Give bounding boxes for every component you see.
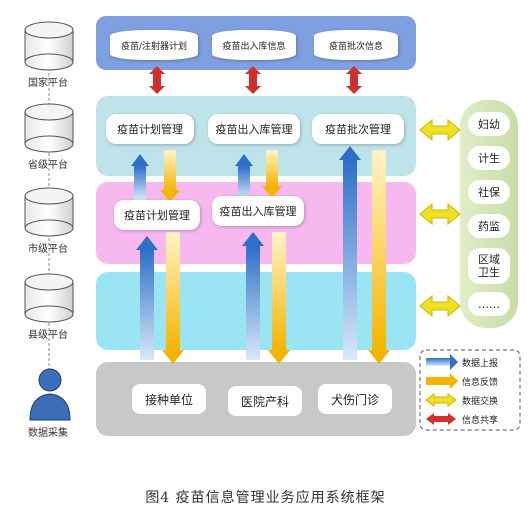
person-icon	[29, 368, 71, 421]
county-platform-cylinder	[24, 273, 74, 323]
provincial-platform-cylinder	[24, 103, 74, 153]
provincial-inout-box: 疫苗出入库管理	[208, 114, 300, 144]
info-share-arrow-1	[149, 66, 165, 94]
right-item-more: ……	[468, 292, 510, 316]
rabies-clinic-box: 犬伤门诊	[318, 384, 392, 414]
provincial-platform-label: 省级平台	[28, 160, 68, 171]
municipal-plan-box: 疫苗计划管理	[114, 200, 200, 230]
upload-arrow-plan-county	[136, 236, 158, 360]
legend-exchange-swatch	[425, 393, 457, 407]
exchange-arrow-county	[419, 294, 461, 318]
national-platform-cylinder	[24, 21, 74, 71]
right-item-family-planning: 计生	[468, 146, 510, 170]
feedback-arrow-plan-municipal	[160, 150, 180, 202]
municipal-platform-cylinder	[24, 187, 74, 237]
national-item-plan: 疫苗/注射器计划	[110, 30, 198, 60]
right-item-social-security: 社保	[468, 180, 510, 204]
upload-arrow-plan-municipal	[131, 154, 149, 200]
upload-arrow-inout-county	[242, 232, 264, 360]
municipal-inout-box: 疫苗出入库管理	[212, 196, 304, 226]
municipal-platform-label: 市级平台	[28, 244, 68, 255]
provincial-batch-box: 疫苗批次管理	[312, 114, 404, 144]
legend-feedback-swatch	[426, 373, 458, 389]
legend-box	[419, 349, 521, 431]
feedback-arrow-plan-county	[162, 232, 184, 364]
national-item-batch: 疫苗批次信息	[314, 30, 398, 60]
info-share-arrow-3	[346, 66, 362, 94]
data-collection-label: 数据采集	[28, 428, 68, 439]
legend-exchange-label: 数据交换	[462, 397, 499, 407]
upload-arrow-batch	[339, 146, 361, 360]
national-platform-label: 国家平台	[28, 78, 68, 89]
provincial-plan-box: 疫苗计划管理	[106, 114, 194, 144]
national-item-inout: 疫苗出入库信息	[212, 30, 296, 60]
legend-upload-swatch	[426, 354, 458, 370]
right-item-maternal: 妇幼	[468, 112, 510, 136]
legend-share-swatch	[426, 413, 456, 425]
legend-share-label: 信息共享	[462, 416, 499, 426]
legend-upload-label: 数据上报	[462, 359, 499, 369]
feedback-arrow-inout-municipal	[262, 150, 282, 198]
right-item-regional-health: 区域 卫生	[468, 248, 510, 284]
feedback-arrow-inout-county	[268, 232, 290, 364]
upload-arrow-inout-municipal	[235, 154, 253, 200]
county-platform-label: 县级平台	[28, 330, 68, 341]
exchange-arrow-provincial	[419, 118, 461, 142]
figure-caption: 图4 疫苗信息管理业务应用系统框架	[145, 490, 386, 506]
legend-feedback-label: 信息反馈	[462, 378, 499, 388]
vaccination-unit-box: 接种单位	[132, 384, 206, 414]
info-share-arrow-2	[245, 66, 261, 94]
right-item-drug-supervision: 药监	[468, 214, 510, 238]
exchange-arrow-municipal	[419, 202, 461, 226]
hospital-obstetrics-box: 医院产科	[228, 386, 302, 416]
feedback-arrow-batch	[368, 150, 390, 364]
